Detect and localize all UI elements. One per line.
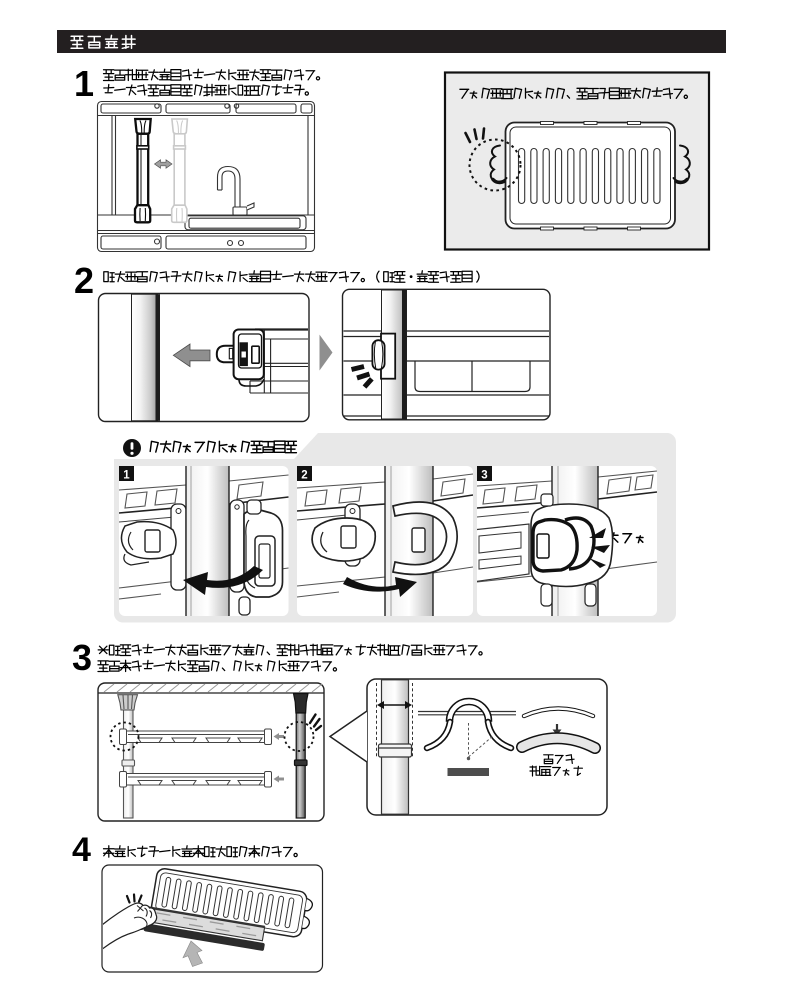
- svg-text:3: 3: [72, 637, 92, 678]
- svg-text:4: 4: [72, 831, 91, 869]
- svg-text:2: 2: [301, 469, 307, 481]
- svg-text:1: 1: [123, 469, 130, 481]
- svg-text:3: 3: [481, 469, 487, 481]
- svg-text:2: 2: [74, 260, 94, 301]
- svg-text:1: 1: [74, 63, 94, 104]
